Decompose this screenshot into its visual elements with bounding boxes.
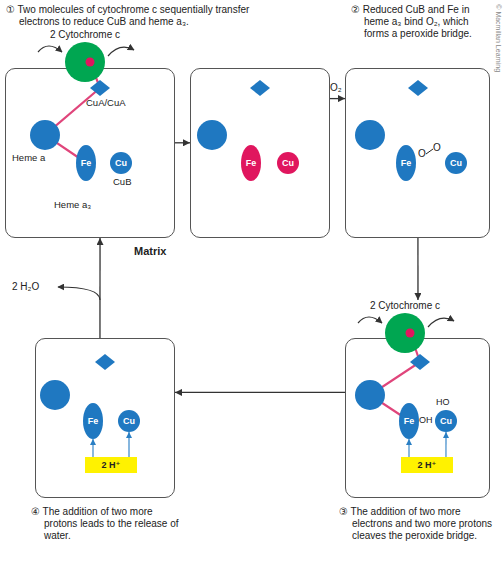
- heme-c-dot: [86, 58, 95, 67]
- part-label: CuA/CuA: [86, 97, 126, 108]
- heme-iron: Fe: [399, 403, 419, 439]
- proton-arrow: [128, 432, 129, 457]
- part-label: Heme a₃: [54, 199, 91, 210]
- cycle-arrow: [330, 98, 345, 99]
- peroxide-bond: [426, 149, 433, 154]
- product-label: 2 H₂O: [12, 281, 39, 293]
- proton-box: 2 H⁺: [401, 457, 453, 473]
- heme-iron: Fe: [241, 145, 261, 181]
- atom-label: O: [418, 148, 426, 160]
- state-panel: ① Two molecules of cytochrome c sequenti…: [5, 68, 175, 238]
- cua-diamond: [250, 80, 270, 96]
- iron-ellipse: [83, 403, 103, 439]
- cua-diamond: [95, 354, 115, 370]
- docking-arrow: [358, 317, 382, 323]
- iron-ellipse: [399, 403, 419, 439]
- step-caption: ③ The addition of two more electrons and…: [339, 506, 494, 542]
- copper-circle: [435, 410, 457, 432]
- atom-symbol: Cu: [450, 158, 462, 168]
- heme-a-circle: [30, 120, 60, 150]
- cytochrome-c: 2 Cytochrome c: [360, 300, 450, 355]
- atom-label: HO: [436, 397, 450, 408]
- copper-center: Cu: [110, 152, 132, 174]
- atom-symbol: Fe: [401, 158, 412, 168]
- proton-arrow: [445, 432, 446, 457]
- atom-symbol: Cu: [115, 158, 127, 168]
- proton-label: 2 H⁺: [102, 460, 121, 470]
- copper-center: Cu: [118, 410, 140, 432]
- heme-a-circle: [40, 380, 70, 410]
- atom-symbol: Fe: [246, 158, 257, 168]
- cycle-arrow: [175, 142, 190, 143]
- atom-symbol: Fe: [81, 158, 92, 168]
- docking-arrow: [38, 46, 62, 52]
- proton-arrow: [92, 439, 93, 457]
- cycle-arrow: [417, 238, 418, 300]
- cycle-arrow: [99, 238, 100, 338]
- copper-circle: [118, 410, 140, 432]
- iron-ellipse: [396, 145, 416, 181]
- heme-c-dot: [406, 329, 415, 338]
- cytochrome-circle: [385, 313, 425, 353]
- protein-label: 2 Cytochrome c: [40, 29, 130, 41]
- state-panel: Fe Cu: [190, 68, 330, 238]
- part-label: Heme a: [12, 152, 45, 163]
- atom-label: O: [433, 142, 441, 154]
- copper-circle: [445, 152, 467, 174]
- cytochrome-c: 2 Cytochrome c: [40, 29, 130, 84]
- heme-iron: Fe: [83, 403, 103, 439]
- proton-box: 2 H⁺: [85, 457, 137, 473]
- protein-label: 2 Cytochrome c: [360, 300, 450, 312]
- proton-label: 2 H⁺: [418, 460, 437, 470]
- copper-circle: [110, 152, 132, 174]
- step-caption: ① Two molecules of cytochrome c sequenti…: [6, 4, 281, 28]
- atom-symbol: Cu: [282, 158, 294, 168]
- copper-center: Cu: [277, 152, 299, 174]
- heme-a-circle: [355, 120, 385, 150]
- heme-a-circle: [355, 380, 385, 410]
- heme-a-circle: [197, 120, 227, 150]
- proton-arrow: [408, 439, 409, 457]
- atom-label: OH: [419, 415, 433, 426]
- water-arrow: [58, 287, 100, 300]
- cua-diamond: [410, 354, 430, 370]
- copper-center: Cu: [435, 410, 457, 432]
- iron-ellipse: [241, 145, 261, 181]
- docking-arrow: [108, 47, 134, 56]
- cytochrome-circle: [65, 42, 105, 82]
- atom-symbol: Fe: [88, 416, 99, 426]
- state-panel: ② Reduced CuB and Fe in heme a₃ bind O₂,…: [345, 68, 490, 238]
- edge-label: O₂: [330, 82, 342, 94]
- cycle-arrow: [175, 392, 345, 393]
- copper-circle: [277, 152, 299, 174]
- heme-iron: Fe: [396, 145, 416, 181]
- iron-ellipse: [76, 145, 96, 181]
- atom-symbol: Cu: [440, 416, 452, 426]
- step-caption: ④ The addition of two more protons leads…: [31, 506, 181, 542]
- step-caption: ② Reduced CuB and Fe in heme a₃ bind O₂,…: [351, 4, 493, 40]
- docking-arrow: [428, 318, 454, 327]
- state-panel: ③ The addition of two more electrons and…: [345, 338, 490, 498]
- copper-center: Cu: [445, 152, 467, 174]
- copyright-note: © Macmillan Learning: [494, 0, 502, 78]
- heme-iron: Fe: [76, 145, 96, 181]
- part-label: CuB: [113, 176, 131, 187]
- region-label: Matrix: [134, 245, 166, 258]
- cua-diamond: [90, 80, 110, 96]
- atom-symbol: Cu: [123, 416, 135, 426]
- state-panel: ④ The addition of two more protons leads…: [35, 338, 175, 498]
- cua-diamond: [408, 80, 428, 96]
- atom-symbol: Fe: [404, 416, 415, 426]
